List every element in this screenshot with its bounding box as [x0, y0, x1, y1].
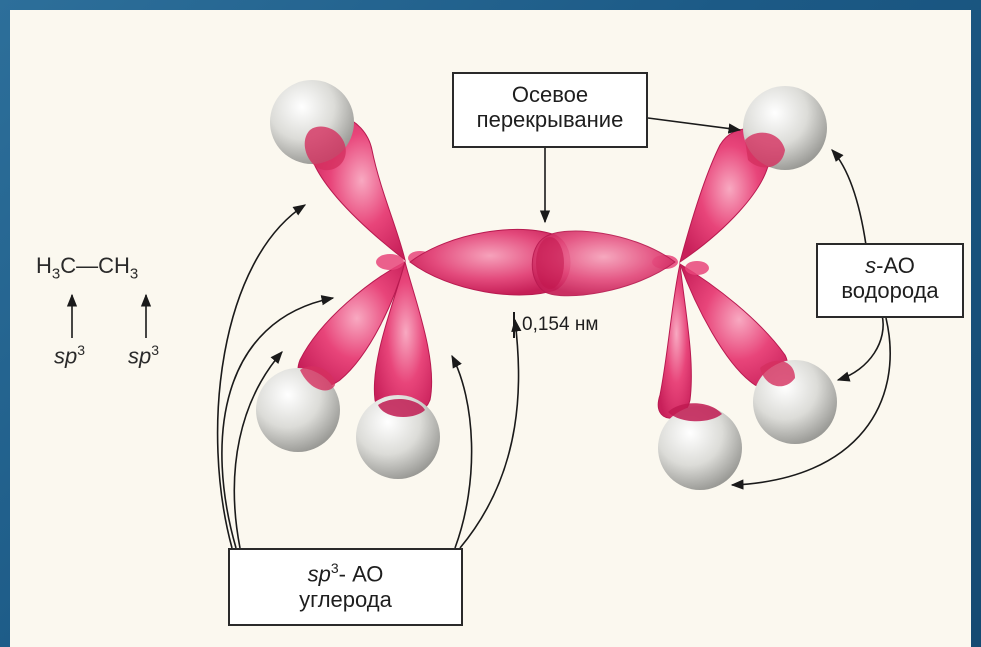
- right-sp3-lobe-lower: [658, 264, 691, 418]
- formula-h-subscript: 3: [52, 265, 60, 282]
- left-hybridization-label: sp3: [54, 342, 85, 369]
- s-ao-suffix: -АО: [876, 253, 915, 278]
- axial-overlap-label: Осевое перекрывание: [452, 72, 648, 148]
- left-small-lobe-1: [376, 254, 404, 270]
- arrow-s-ao-to-lower-h: [838, 315, 883, 380]
- bond-length-label: 0,154 нм: [522, 314, 598, 336]
- sp3-suffix: - АО: [339, 561, 384, 586]
- s-ao-prefix: s: [865, 253, 876, 278]
- s-ao-line2: водорода: [818, 278, 962, 303]
- formula-h: H: [36, 253, 52, 278]
- formula-bond: —: [76, 253, 98, 278]
- ethane-formula: H3C—CH3: [36, 253, 138, 282]
- sp3-sup: 3: [331, 560, 339, 576]
- axial-overlap-line2: перекрывание: [454, 107, 646, 132]
- axial-overlap-line1: Осевое: [454, 82, 646, 107]
- arrow-sp3-to-lower-lobe: [452, 356, 472, 548]
- right-hybridization-label: sp3: [128, 342, 159, 369]
- overlap-region: [536, 237, 564, 289]
- arrow-sp3-to-bond: [460, 320, 519, 548]
- formula-right-ch: CH: [98, 253, 130, 278]
- s-ao-hydrogen-label: s-АО водорода: [816, 243, 964, 318]
- right-small-lobe-2: [685, 261, 709, 275]
- sp3-ao-carbon-label: sp3- АО углерода: [228, 548, 463, 626]
- formula-left-carbon: C: [60, 253, 76, 278]
- formula-right-subscript: 3: [130, 265, 138, 282]
- arrow-axial-overlap-right: [648, 118, 740, 130]
- arrow-s-ao-to-top-h: [832, 150, 866, 245]
- sp3-prefix: sp: [308, 561, 331, 586]
- sp3-line2: углерода: [230, 587, 461, 612]
- carbon-carbon-sigma-bond: [410, 229, 675, 295]
